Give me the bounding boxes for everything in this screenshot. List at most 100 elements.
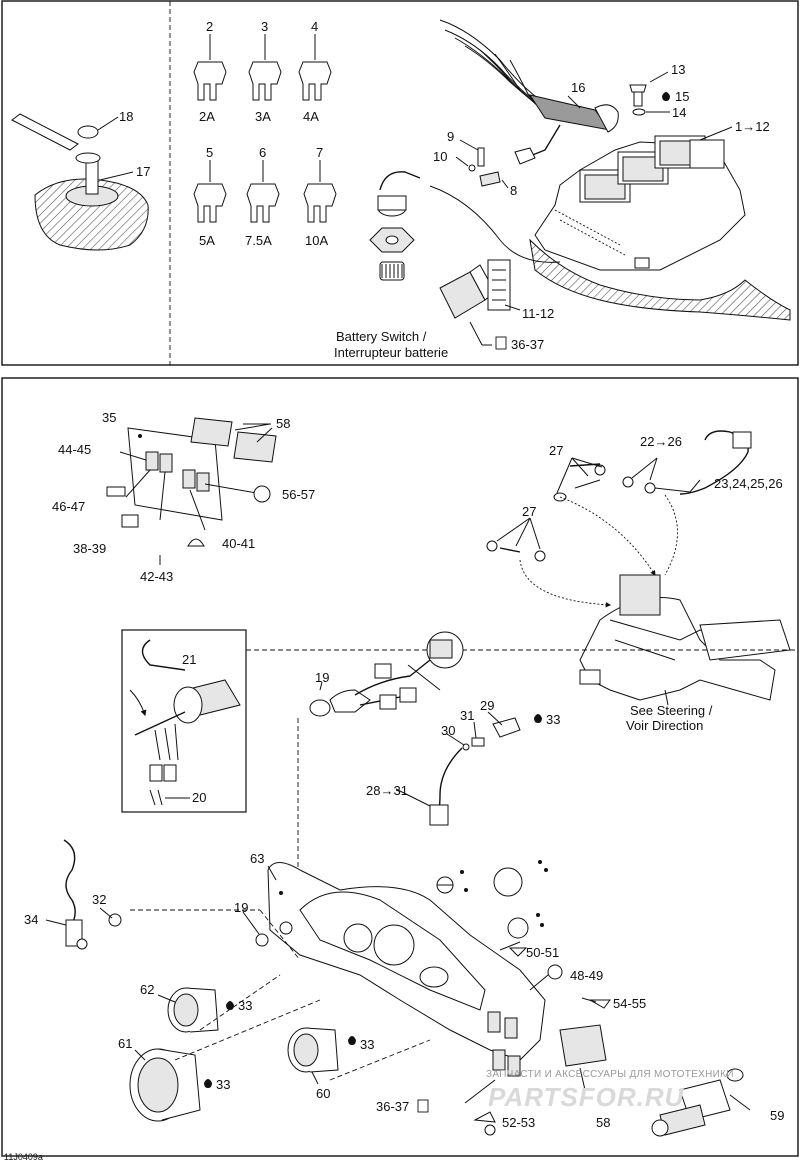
callout-58-top: 58 [276,416,290,431]
thread-locker-icon [204,1079,212,1088]
callout-4: 4 [311,19,318,34]
top-panel [1,0,799,366]
washer [75,152,101,164]
callout-31: 31 [460,708,474,723]
callout-9: 9 [447,129,454,144]
fuse-5a [193,160,227,223]
watermark: PARTSFOR.RU ЗАПЧАСТИ И АКСЕССУАРЫ ДЛЯ МО… [486,1069,734,1112]
sensor-harness [395,711,542,826]
thread-locker-icon [662,92,670,101]
callout-3: 3 [261,19,268,34]
wiring-harness [439,19,619,165]
callout-11-12: 11-12 [522,306,554,321]
indicator-gauges [436,860,611,1136]
nut [77,125,99,139]
callout-33-sensor: 33 [546,712,560,727]
callout-2: 2 [206,19,213,34]
callout-21: 21 [182,652,196,667]
callout-58-bottom: 58 [596,1115,610,1130]
callout-13: 13 [671,62,685,77]
steering-label-fr: Voir Direction [626,718,703,733]
callout-56-57: 56-57 [282,487,315,502]
dashboard [267,862,546,1077]
fuse-10a [303,160,337,223]
gauges [45,718,431,1122]
leader-1-12 [699,126,733,141]
callout-52-53: 52-53 [502,1115,535,1130]
steering-assembly [486,430,791,706]
thread-locker-icon [226,1001,234,1010]
leader-17 [99,171,134,181]
callout-36-37-top: 36-37 [511,337,544,352]
leader-18 [97,116,119,131]
callout-33-60: 33 [360,1037,374,1052]
cable [11,113,79,151]
callout-59: 59 [770,1108,784,1123]
top-panel-labels: 2 3 4 5 6 7 2A 3A 4A 5A 7.5A 10A 18 17 1… [119,19,770,360]
bottom-panel-frame [1,377,799,1157]
figure-code: 11J0409a [4,1152,43,1162]
callout-62: 62 [140,982,154,997]
fuse-3a [248,34,282,101]
terminal-8 [479,171,501,187]
washer-10 [468,164,476,172]
callout-28-31: 28→31 [366,783,408,798]
battery-switch-label-fr: Interrupteur batterie [334,345,448,360]
leader-16 [567,95,581,109]
battery-symbol-icon [121,514,139,528]
fuse-7-5a [246,160,280,223]
callout-17: 17 [136,164,150,179]
stud [85,159,99,195]
callout-7: 7 [316,145,323,160]
callout-15: 15 [675,89,689,104]
callout-6: 6 [259,145,266,160]
steering-label-en: See Steering / [630,703,713,718]
ignition-switch-inset [121,629,795,813]
callout-30: 30 [441,723,455,738]
callout-22-26: 22→26 [640,434,682,449]
callout-42-43: 42-43 [140,569,173,584]
fuse-rating-4a: 4A [303,109,319,124]
fan-icon [547,964,563,980]
callout-29: 29 [480,698,494,713]
callout-40-41: 40-41 [222,536,255,551]
fuse-4a [298,34,332,101]
switch-panel [106,417,277,565]
callout-36-37-bottom: 36-37 [376,1099,409,1114]
battery-icon [417,1099,429,1113]
callout-60: 60 [316,1086,330,1101]
terminal-stud-assembly [11,113,149,251]
callout-61: 61 [118,1036,132,1051]
gauge-60 [287,1027,339,1073]
gauge-62 [167,987,219,1033]
fuse-symbol-icon [106,486,126,497]
callout-16: 16 [571,80,585,95]
screw-9 [477,147,485,167]
inset-frame [121,629,247,813]
callout-14: 14 [672,105,686,120]
callout-44-45: 44-45 [58,442,91,457]
headlight-icon [187,538,205,547]
callout-34: 34 [24,912,38,927]
bottom-panel: 35 58 44-45 46-47 38-39 42-43 40-41 56-5… [1,377,799,1157]
callout-20: 20 [192,790,206,805]
callout-63: 63 [250,851,264,866]
callout-33-61: 33 [216,1077,230,1092]
callout-23-26: 23,24,25,26 [714,476,783,491]
watermark-tagline: ЗАПЧАСТИ И АКСЕССУАРЫ ДЛЯ МОТОТЕХНИКИ [486,1069,734,1080]
battery-switch-label-en: Battery Switch / [336,329,427,344]
fuse-rating-5a: 5A [199,233,215,248]
callout-19-switch: 19 [315,670,329,685]
callout-33-62: 33 [238,998,252,1013]
callout-35: 35 [102,410,116,425]
callout-54-55: 54-55 [613,996,646,1011]
callout-50-51: 50-51 [526,945,559,960]
callout-10: 10 [433,149,447,164]
bolt-set [629,71,670,116]
fuse-group [193,34,337,223]
fuse-block [529,126,791,321]
battery-switch-assembly [369,171,561,346]
watermark-brand: PARTSFOR.RU [488,1082,685,1112]
fuse-rating-10a: 10A [305,233,328,248]
